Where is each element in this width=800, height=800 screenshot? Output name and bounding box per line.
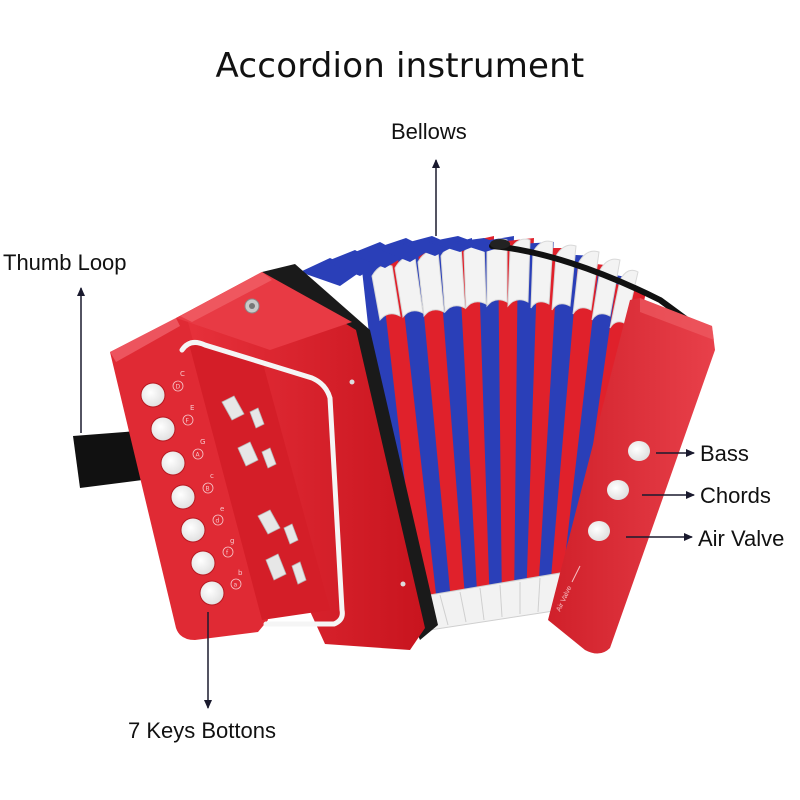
svg-text:D: D — [176, 384, 181, 391]
svg-text:f: f — [226, 550, 229, 557]
diagram-title: Accordion instrument — [215, 46, 585, 86]
svg-text:E: E — [190, 404, 194, 412]
svg-text:g: g — [230, 537, 234, 545]
svg-text:C: C — [180, 370, 185, 378]
svg-text:e: e — [220, 505, 224, 513]
key-button-7 — [199, 580, 225, 606]
key-buttons — [140, 382, 225, 606]
key-note-markings: C E G c e g b D F A B d f a — [172, 370, 243, 590]
label-air-valve: Air Valve — [698, 526, 785, 551]
svg-text:a: a — [234, 582, 238, 589]
label-thumb-loop: Thumb Loop — [3, 250, 127, 275]
svg-text:d: d — [216, 518, 220, 525]
key-button-1 — [140, 382, 166, 408]
top-strap — [489, 243, 693, 325]
right-panel: Air Valve — [548, 298, 715, 654]
label-key-buttons: 7 Keys Bottons — [128, 718, 276, 743]
label-chords: Chords — [700, 483, 771, 508]
label-bass: Bass — [700, 441, 749, 466]
svg-text:c: c — [210, 472, 214, 480]
key-button-4 — [170, 484, 196, 510]
svg-text:G: G — [200, 438, 205, 446]
key-button-6 — [190, 550, 216, 576]
svg-text:b: b — [238, 569, 243, 577]
svg-text:B: B — [206, 486, 210, 493]
svg-text:A: A — [196, 452, 201, 459]
key-button-5 — [180, 517, 206, 543]
label-bellows: Bellows — [391, 119, 467, 144]
key-button-3 — [160, 450, 186, 476]
annotation-arrows — [77, 159, 695, 709]
key-button-2 — [150, 416, 176, 442]
svg-text:F: F — [186, 418, 190, 425]
